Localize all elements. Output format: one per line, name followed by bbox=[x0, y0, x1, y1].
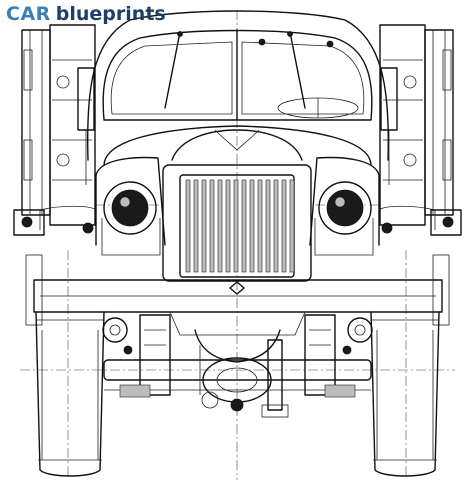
side-mirrors bbox=[77, 67, 398, 185]
grille-bar bbox=[225, 179, 231, 273]
grille-bar bbox=[265, 179, 271, 273]
logo-brand-text: CAR bbox=[6, 3, 51, 25]
carblueprints-logo: CAR blueprints bbox=[6, 2, 166, 26]
hood-and-fenders bbox=[13, 125, 462, 246]
grille-bar bbox=[201, 179, 207, 273]
grille-bar bbox=[185, 179, 191, 273]
headlight-right bbox=[314, 181, 393, 256]
grille-bar bbox=[289, 179, 295, 273]
drive-shaft bbox=[199, 339, 289, 418]
grille-bar bbox=[241, 179, 247, 273]
grille-bar bbox=[273, 179, 279, 273]
cargo-bed-right bbox=[379, 24, 454, 226]
front-bumper bbox=[25, 254, 450, 326]
grille-bar bbox=[281, 179, 287, 273]
wheel-left bbox=[35, 311, 105, 477]
grille-bar bbox=[233, 179, 239, 273]
suspension-left bbox=[102, 314, 171, 398]
suspension-right bbox=[304, 314, 373, 398]
grille-bar bbox=[209, 179, 215, 273]
logo-product-text: blueprints bbox=[55, 3, 166, 25]
grille-bar bbox=[249, 179, 255, 273]
headlight-left bbox=[82, 181, 161, 256]
cab bbox=[86, 10, 389, 161]
wheel-right bbox=[370, 311, 440, 477]
grille-bar bbox=[257, 179, 263, 273]
grille-bar bbox=[217, 179, 223, 273]
radiator-grille bbox=[162, 164, 312, 295]
cargo-bed-left bbox=[21, 24, 96, 226]
grille-bar bbox=[193, 179, 199, 273]
